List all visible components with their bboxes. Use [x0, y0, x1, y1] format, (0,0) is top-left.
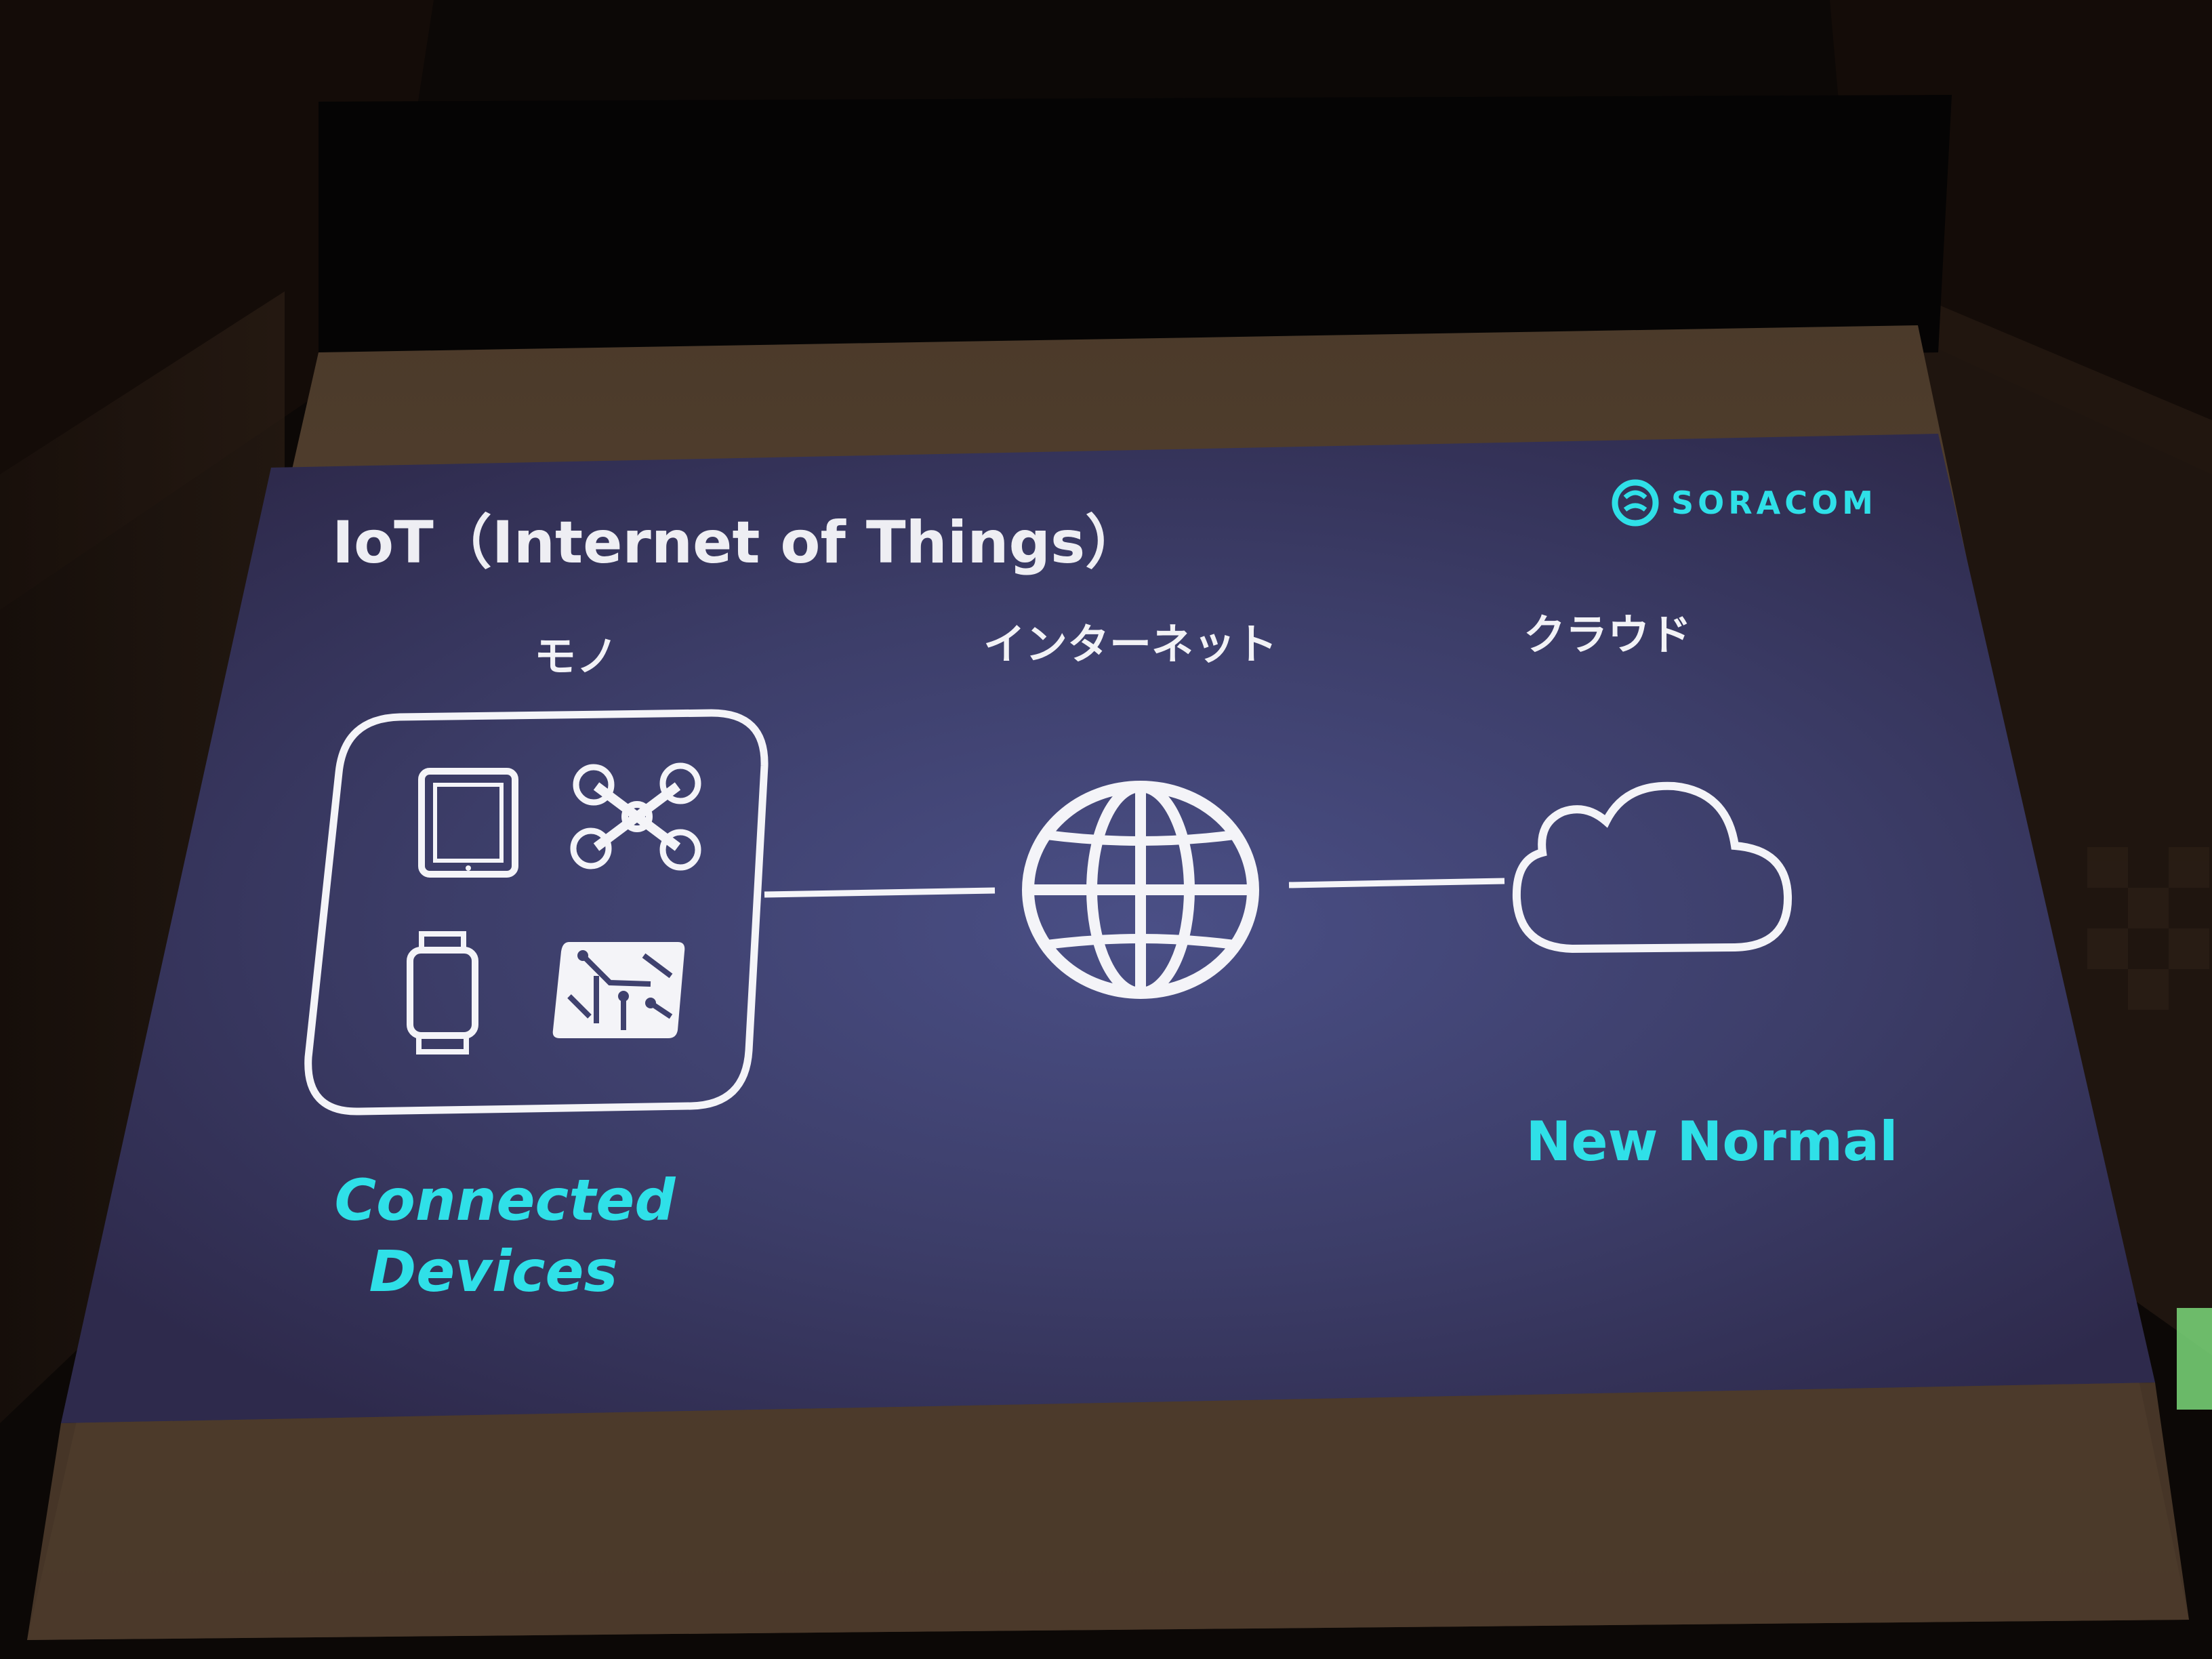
soracom-logo: SORACOM: [1612, 479, 1877, 527]
caption-new-normal: New Normal: [1525, 1110, 1898, 1173]
stage-light: [2177, 1308, 2212, 1410]
slide-background: [61, 434, 2155, 1423]
tablet-icon: [418, 768, 518, 878]
smartwatch-icon: [407, 931, 478, 1054]
slide-title: IoT（Internet of Things）: [332, 509, 1143, 577]
screen-bottom-apron: [27, 1382, 2189, 1640]
heading-internet: インターネット: [983, 619, 1277, 669]
heading-mono: モノ: [534, 632, 618, 681]
soracom-logo-wave-icon: [1623, 490, 1647, 512]
right-wall-pattern: [2087, 847, 2209, 1010]
screen-top-housing: [319, 95, 1952, 380]
devices-box: [304, 709, 769, 1115]
heading-cloud: クラウド: [1523, 610, 1692, 659]
circuit-chip-icon: [552, 942, 685, 1038]
soracom-logo-text: SORACOM: [1671, 485, 1877, 521]
cloud-icon: [1512, 781, 1793, 954]
connector-line-right: [1288, 878, 1505, 888]
globe-icon: [1022, 781, 1259, 999]
drone-icon: [570, 762, 701, 871]
devices-box-frame: [304, 709, 769, 1115]
soracom-logo-mark-icon: [1612, 479, 1659, 527]
caption-connected: Connected: [335, 1167, 676, 1233]
caption-devices: Devices: [369, 1238, 617, 1305]
connector-line-left: [764, 887, 996, 898]
